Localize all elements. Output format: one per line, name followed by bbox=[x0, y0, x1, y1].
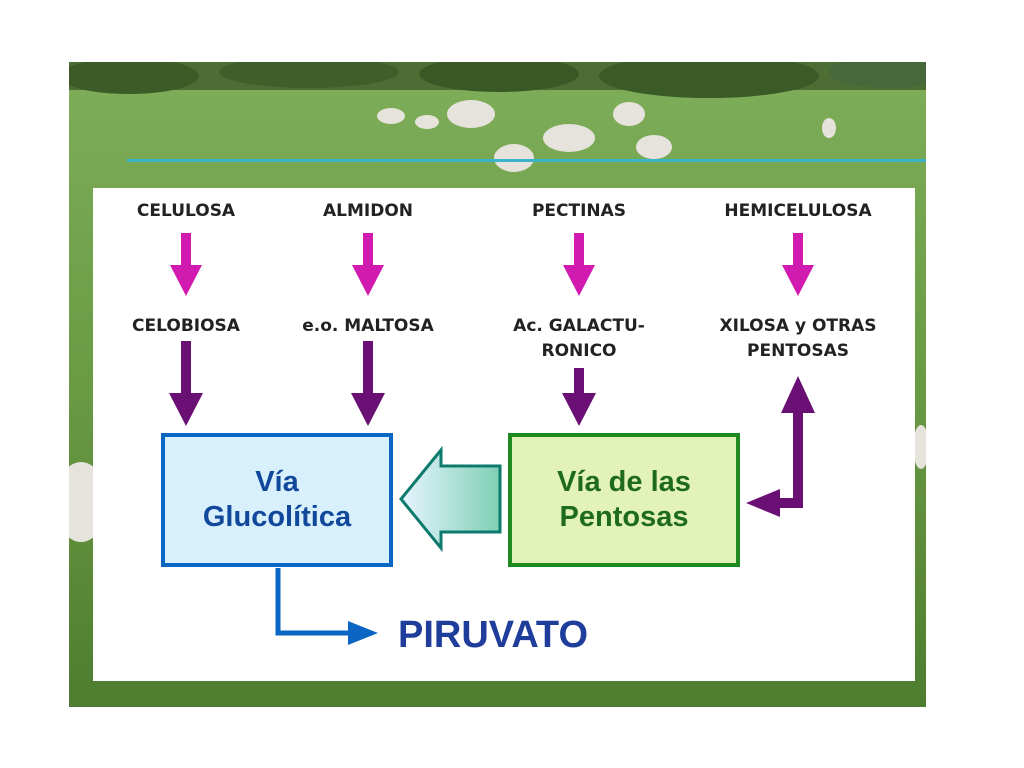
pentose-pathway-box: Vía de las Pentosas bbox=[508, 433, 740, 567]
arrow-hemicelulosa bbox=[782, 233, 814, 296]
intermediate-label-maltosa: e.o. MALTOSA bbox=[302, 316, 434, 336]
product-label-piruvato: PIRUVATO bbox=[398, 614, 589, 656]
source-label-hemicelulosa: HEMICELULOSA bbox=[724, 201, 872, 221]
intermediate-arrows bbox=[169, 341, 815, 517]
arrow-pectinas bbox=[563, 233, 595, 296]
arrow-celulosa bbox=[170, 233, 202, 296]
source-arrows bbox=[170, 233, 814, 296]
intermediate-label-galacturonico: Ac. GALACTU- RONICO bbox=[513, 316, 645, 361]
arrow-galacturonico bbox=[562, 368, 596, 426]
arrow-celobiosa bbox=[169, 341, 203, 426]
arrow-almidon bbox=[352, 233, 384, 296]
source-label-almidon: ALMIDON bbox=[322, 201, 414, 221]
source-label-pectinas: PECTINAS bbox=[531, 201, 627, 221]
arrow-xilosa bbox=[780, 376, 815, 508]
source-label-celulosa: CELULOSA bbox=[136, 201, 236, 221]
glycolytic-pathway-box: Vía Glucolítica bbox=[161, 433, 393, 567]
arrow-to-piruvato bbox=[275, 568, 378, 645]
pentose-to-glycolytic-arrow bbox=[399, 445, 502, 553]
intermediate-label-celobiosa: CELOBIOSA bbox=[132, 316, 240, 336]
intermediate-label-xilosa: XILOSA y OTRAS PENTOSAS bbox=[719, 316, 877, 361]
arrow-xilosa-head bbox=[746, 489, 780, 517]
arrow-maltosa bbox=[351, 341, 385, 426]
